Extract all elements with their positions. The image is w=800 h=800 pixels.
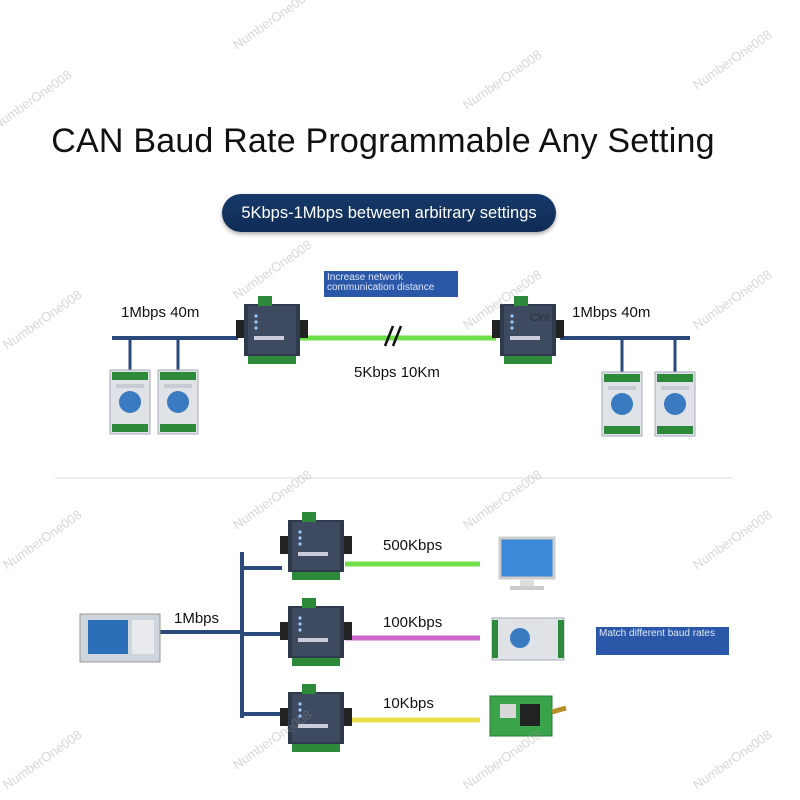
fiber-label: 5Kbps 10Km [354, 364, 440, 381]
branch-label-500k: 500Kbps [383, 537, 443, 554]
right-bus-label: 1Mbps 40m [572, 304, 651, 321]
branch-label-10k: 10Kbps [383, 695, 434, 712]
ican-module [601, 371, 643, 437]
break-mark [383, 325, 395, 347]
distance-note: Increase network communication distance [324, 271, 458, 297]
subtitle-pill: 5Kbps-1Mbps between arbitrary settings [222, 194, 556, 232]
page-title: CAN Baud Rate Programmable Any Setting [51, 122, 715, 160]
break-mark [391, 325, 403, 347]
ican-module [109, 369, 151, 435]
ican-module-large [491, 617, 565, 661]
trunk-label: 1Mbps [174, 610, 220, 627]
left-bus-label: 1Mbps 40m [121, 304, 200, 321]
canbridge-device [236, 296, 308, 364]
partial-label: Clot [530, 312, 550, 324]
computer-monitor [498, 536, 556, 590]
ican-module [157, 369, 199, 435]
ican-module [654, 371, 696, 437]
canbridge-device [280, 512, 352, 580]
canbridge-device [280, 598, 352, 666]
baud-match-note: Match different baud rates [596, 627, 729, 655]
control-panel-device [79, 613, 161, 663]
pcb-board [489, 695, 567, 737]
branch-label-100k: 100Kbps [383, 614, 443, 631]
